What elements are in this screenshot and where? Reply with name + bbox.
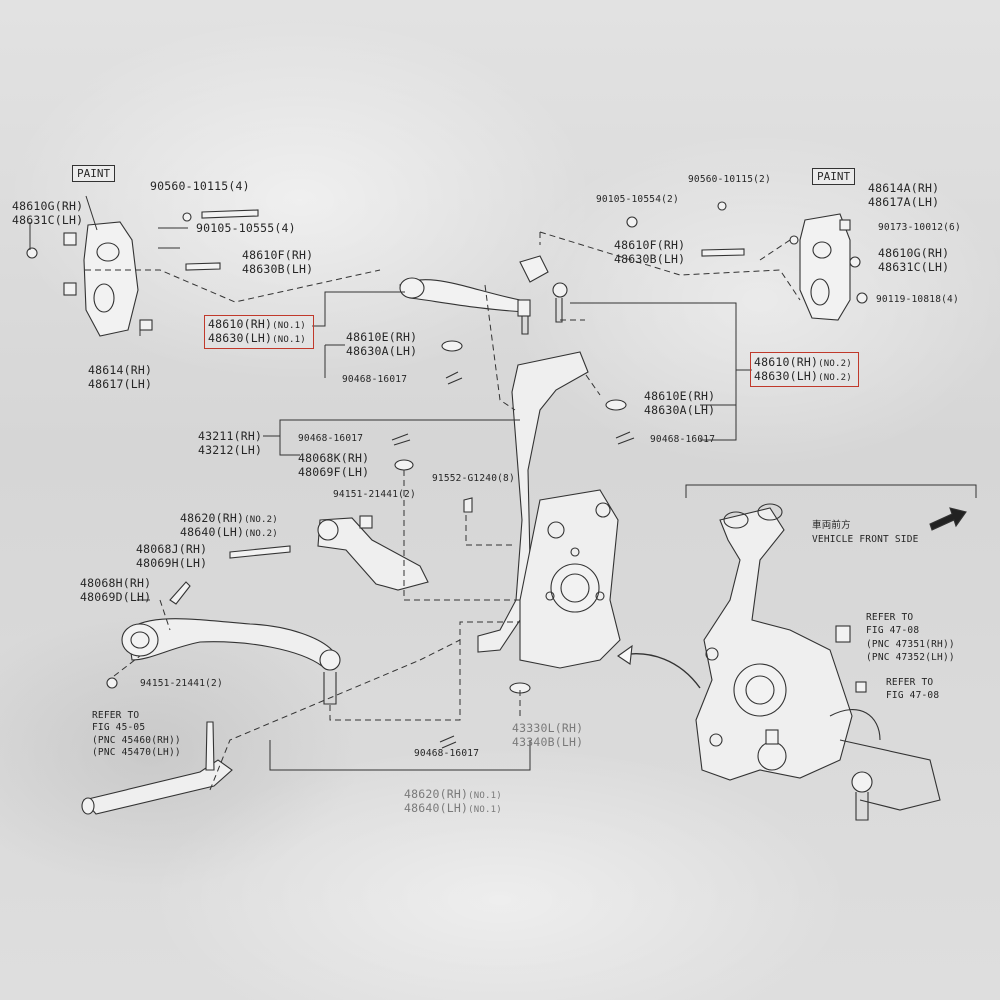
label-48610G-left: 48610G(RH) [12, 199, 84, 213]
label-48630B-right: 48630B(LH) [614, 252, 686, 266]
label-fig-45-05: FIG 45-05 [92, 722, 146, 733]
label-48610E-2: 48610E(RH) [644, 389, 716, 403]
tie-rod-end [81, 721, 233, 815]
dashed-lines [85, 231, 801, 791]
label-48631C-right: 48631C(LH) [878, 260, 950, 274]
inset-arrowhead [617, 644, 633, 665]
bolt-48068H [169, 581, 191, 605]
label-48610G-right: 48610G(RH) [878, 246, 950, 260]
label-48630-no2: 48630(LH)(NO.2) [754, 369, 852, 384]
label-43211: 43211(RH) [198, 429, 263, 443]
label-vehicle-front-jp: 車両前方 [812, 520, 851, 531]
paint-tag-right: PAINT [812, 168, 856, 185]
label-refer-to-45: REFER TO [92, 710, 140, 721]
cotter-pin-c [439, 735, 457, 749]
bushing-48610E-1 [441, 340, 463, 352]
label-48630B-left: 48630B(LH) [242, 262, 314, 276]
nut-48068K [394, 459, 414, 471]
label-fig-47-08-b: FIG 47-08 [886, 690, 940, 701]
label-refer-to-47-b: REFER TO [886, 677, 934, 688]
label-94151-b: 94151-21441(2) [140, 678, 223, 689]
cotter-pin-b [391, 433, 411, 446]
label-48610E-1: 48610E(RH) [346, 330, 418, 344]
label-91552: 91552-G1240(8) [432, 473, 515, 484]
label-48069D: 48069D(LH) [80, 590, 152, 604]
bolt-48610F-right [701, 248, 745, 257]
label-90560-right: 90560-10115(2) [688, 174, 771, 185]
left-mount-bracket [26, 221, 153, 337]
bolt-48610F-left [185, 262, 221, 271]
label-90173: 90173-10012(6) [878, 222, 961, 233]
nut-94151-b [106, 677, 118, 689]
lower-arm-no1 [121, 618, 341, 705]
label-90119: 90119-10818(4) [876, 294, 959, 305]
label-refer-to-47-a: REFER TO [866, 612, 914, 623]
knuckle-inset [695, 503, 941, 821]
label-48068J: 48068J(RH) [136, 542, 208, 556]
bolt-48068J [229, 545, 291, 559]
right-mount-bracket [789, 213, 868, 321]
upper-arm-no1 [399, 277, 531, 335]
highlight-box-upper-arm-no1 [204, 315, 314, 349]
bolt-90105-10555 [201, 209, 259, 219]
label-vehicle-front-en: VEHICLE FRONT SIDE [812, 534, 919, 545]
label-48617A: 48617A(LH) [868, 195, 940, 209]
inset-arrow [621, 653, 701, 689]
label-48610F-left: 48610F(RH) [242, 248, 314, 262]
label-48620-no2: 48620(RH)(NO.2) [180, 511, 278, 526]
label-48069H: 48069H(LH) [136, 556, 208, 570]
highlight-box-upper-arm-no2 [750, 352, 859, 387]
label-pnc-47351: (PNC 47351(RH)) [866, 639, 955, 650]
label-48610-no2: 48610(RH)(NO.2) [754, 355, 852, 370]
label-43212: 43212(LH) [198, 443, 263, 457]
bolt-90105-10554 [626, 216, 638, 228]
label-fig-47-08-a: FIG 47-08 [866, 625, 920, 636]
label-48068K: 48068K(RH) [298, 451, 370, 465]
label-48069F: 48069F(LH) [298, 465, 370, 479]
label-90468-c: 90468-16017 [414, 748, 480, 759]
label-90560-left: 90560-10115(4) [150, 179, 250, 193]
label-90468-d: 90468-16017 [650, 434, 716, 445]
label-48610-no1: 48610(RH)(NO.1) [208, 317, 306, 332]
label-pnc-45470: (PNC 45470(LH)) [92, 747, 181, 758]
label-43340B: 43340B(LH) [512, 735, 584, 749]
label-90105-10555: 90105-10555(4) [196, 221, 296, 235]
cotter-pin-a [445, 371, 463, 385]
washer-90560-left [182, 212, 192, 222]
label-pnc-45460: (PNC 45460(RH)) [92, 735, 181, 746]
upper-arm-no2-joint [519, 255, 568, 323]
label-90468-a: 90468-16017 [342, 374, 408, 385]
label-43330L: 43330L(RH) [512, 721, 584, 735]
lower-arm-no2 [317, 515, 429, 591]
bushing-48610E-2 [605, 399, 627, 411]
steering-knuckle [477, 351, 621, 669]
label-48614-left: 48614(RH) [88, 363, 153, 377]
label-48630-no1: 48630(LH)(NO.1) [208, 331, 306, 346]
label-94151-a: 94151-21441(2) [333, 489, 416, 500]
label-pnc-47352: (PNC 47352(LH)) [866, 652, 955, 663]
leader-lines [29, 195, 752, 771]
paint-tag-left: PAINT [72, 165, 116, 182]
label-48617-left: 48617(LH) [88, 377, 153, 391]
label-48640-no1: 48640(LH)(NO.1) [404, 801, 502, 816]
label-48614A: 48614A(RH) [868, 181, 940, 195]
label-90105-10554: 90105-10554(2) [596, 194, 679, 205]
label-48620-no1: 48620(RH)(NO.1) [404, 787, 502, 802]
label-48631C-left: 48631C(LH) [12, 213, 84, 227]
vehicle-front-arrow-icon [929, 507, 967, 531]
label-48640-no2: 48640(LH)(NO.2) [180, 525, 278, 540]
label-48630A-2: 48630A(LH) [644, 403, 716, 417]
washer-90560-right [717, 201, 727, 211]
bolt-91552 [463, 497, 473, 513]
inset-frame [685, 484, 977, 498]
label-48630A-1: 48630A(LH) [346, 344, 418, 358]
label-90468-b: 90468-16017 [298, 433, 364, 444]
cotter-pin-d [615, 431, 635, 445]
label-48068H: 48068H(RH) [80, 576, 152, 590]
label-48610F-right: 48610F(RH) [614, 238, 686, 252]
